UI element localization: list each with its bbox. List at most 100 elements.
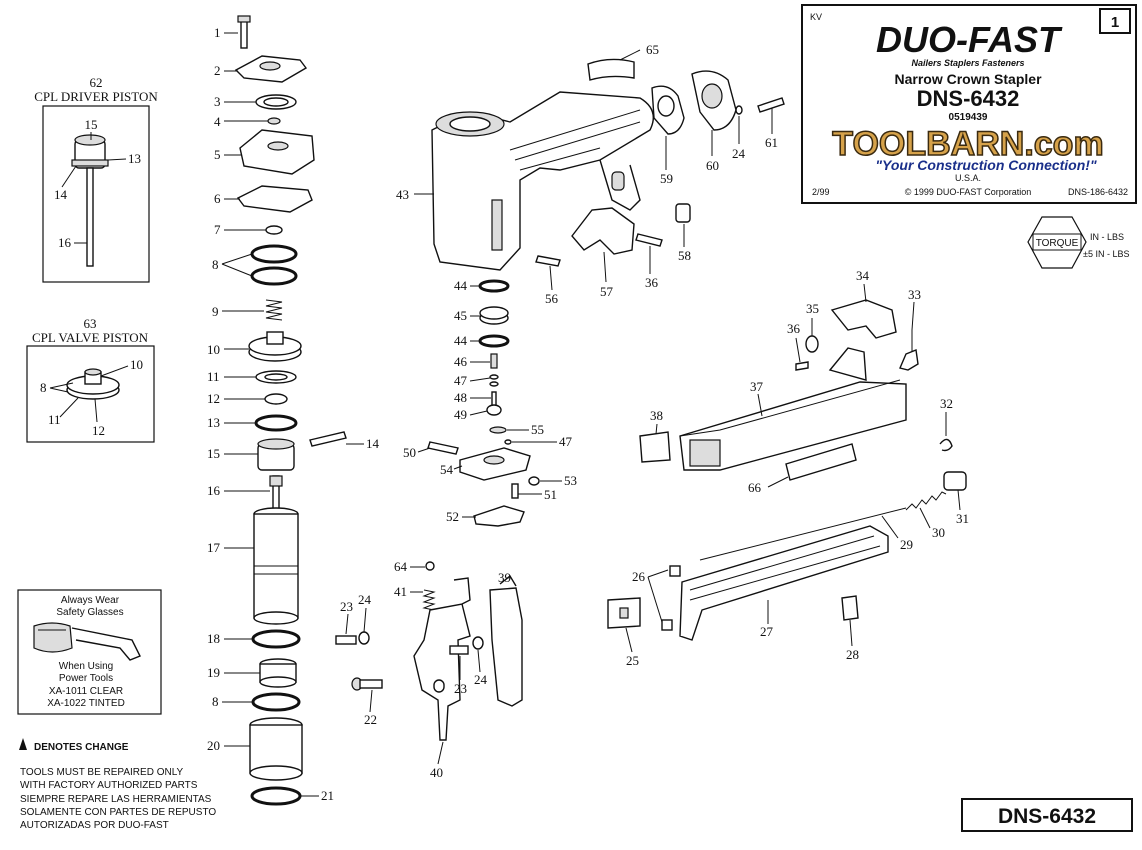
toolbarn-logo: TOOLBARN.com [832, 125, 1103, 163]
callout-13: 13 [207, 415, 220, 430]
inset-63-callout-12: 12 [92, 423, 105, 438]
callout-12: 12 [207, 391, 220, 406]
valve-stack [234, 15, 347, 806]
torque-tolerance: ±5 IN - LBS [1083, 249, 1129, 259]
brand-tagline: Nailers Staplers Fasteners [911, 58, 1024, 68]
inset-62-callout-14: 14 [54, 187, 68, 202]
callout-18: 18 [207, 631, 220, 646]
housing-callouts: 43 65 59 60 24 61 58 57 56 36 [396, 42, 778, 306]
part-number: 0519439 [949, 112, 988, 123]
callout-25: 25 [626, 653, 639, 668]
callout-57: 57 [600, 284, 614, 299]
callout-28: 28 [846, 647, 859, 662]
callout-23a: 23 [340, 599, 353, 614]
callout-36a: 36 [645, 275, 659, 290]
callout-39: 39 [498, 570, 511, 585]
callout-4: 4 [214, 114, 221, 129]
inset-valve-piston: 63 CPL VALVE PISTON 10 8 11 12 [26, 316, 155, 443]
callout-21: 21 [321, 788, 334, 803]
callout-53: 53 [564, 473, 577, 488]
copyright: © 1999 DUO-FAST Corporation [905, 187, 1032, 197]
torque-unit: IN - LBS [1090, 232, 1124, 242]
footer-model: DNS-6432 [998, 805, 1096, 828]
doc-number: DNS-186-6432 [1068, 187, 1128, 197]
callout-2: 2 [214, 63, 221, 78]
callout-47a: 47 [454, 373, 468, 388]
housing [431, 58, 785, 271]
product-name: Narrow Crown Stapler [894, 71, 1042, 87]
callout-45: 45 [454, 308, 467, 323]
callout-47b: 47 [559, 434, 573, 449]
callout-37: 37 [750, 379, 764, 394]
callout-24c: 24 [732, 146, 746, 161]
note-line-4: SOLAMENTE CON PARTES DE REPUSTO [20, 807, 216, 818]
inset-63-callout-10: 10 [130, 357, 143, 372]
callout-22: 22 [364, 712, 377, 727]
trigger-parts [335, 561, 523, 741]
safety-glasses-icon [33, 622, 141, 661]
callout-49: 49 [454, 407, 467, 422]
callout-48: 48 [454, 390, 467, 405]
torque-legend: TORQUE IN - LBS ±5 IN - LBS [1027, 216, 1129, 269]
callout-31: 31 [956, 511, 969, 526]
callout-1: 1 [214, 25, 221, 40]
inset-62-callout-16: 16 [58, 235, 72, 250]
trigger-valve [427, 279, 540, 527]
inset-63-callout-11: 11 [48, 412, 61, 427]
callout-32: 32 [940, 396, 953, 411]
callout-5: 5 [214, 147, 221, 162]
safety-item-clear: XA-1011 CLEAR [49, 686, 123, 697]
callout-46: 46 [454, 354, 468, 369]
callout-6: 6 [214, 191, 221, 206]
safety-bottom-1: When Using [59, 661, 113, 672]
callout-44b: 44 [454, 333, 468, 348]
callout-65: 65 [646, 42, 659, 57]
callout-40: 40 [430, 765, 443, 780]
callout-33: 33 [908, 287, 921, 302]
toolbarn-slogan: "Your Construction Connection!" [875, 157, 1097, 173]
callout-60: 60 [706, 158, 719, 173]
magazine [607, 299, 967, 641]
sheet-number: 1 [1111, 14, 1119, 31]
inset-63-number: 63 [84, 316, 97, 331]
callout-34: 34 [856, 268, 870, 283]
inset-62-callout-13: 13 [128, 151, 141, 166]
callout-17: 17 [207, 540, 221, 555]
callout-66: 66 [748, 480, 762, 495]
note-line-3: SIEMPRE REPARE LAS HERRAMIENTAS [20, 794, 212, 805]
callout-29: 29 [900, 537, 913, 552]
inset-driver-piston: 62 CPL DRIVER PISTON 15 13 14 16 [34, 75, 158, 283]
callout-8a: 8 [212, 257, 219, 272]
callout-10: 10 [207, 342, 220, 357]
left-callouts: 1 2 3 4 5 6 7 8 9 10 11 12 13 14 15 16 1… [207, 25, 380, 803]
safety-top-2: Safety Glasses [56, 607, 123, 618]
inset-63-title: CPL VALVE PISTON [32, 330, 149, 345]
notes: DENOTES CHANGE TOOLS MUST BE REPAIRED ON… [19, 738, 216, 831]
title-tag: KV [810, 12, 822, 22]
callout-19: 19 [207, 665, 220, 680]
safety-top-1: Always Wear [61, 595, 120, 606]
footer-model-box: DNS-6432 [961, 798, 1133, 832]
callout-52: 52 [446, 509, 459, 524]
safety-glasses-box: Always Wear Safety Glasses When Using Po… [17, 589, 162, 715]
country: U.S.A. [955, 173, 981, 183]
callout-59: 59 [660, 171, 673, 186]
callout-3: 3 [214, 94, 221, 109]
model-number: DNS-6432 [917, 86, 1020, 111]
callout-56: 56 [545, 291, 559, 306]
inset-62-title: CPL DRIVER PISTON [34, 89, 158, 104]
callout-58: 58 [678, 248, 691, 263]
torque-label: TORQUE [1036, 238, 1079, 249]
date: 2/99 [812, 187, 830, 197]
note-line-1: TOOLS MUST BE REPAIRED ONLY [20, 767, 184, 778]
callout-51: 51 [544, 487, 557, 502]
inset-62-callout-15: 15 [85, 117, 98, 132]
callout-64: 64 [394, 559, 408, 574]
callout-14: 14 [366, 436, 380, 451]
callout-38: 38 [650, 408, 663, 423]
change-note: DENOTES CHANGE [34, 742, 129, 753]
safety-item-tinted: XA-1022 TINTED [47, 698, 125, 709]
callout-43: 43 [396, 187, 409, 202]
callout-50: 50 [403, 445, 416, 460]
note-line-2: WITH FACTORY AUTHORIZED PARTS [20, 780, 198, 791]
